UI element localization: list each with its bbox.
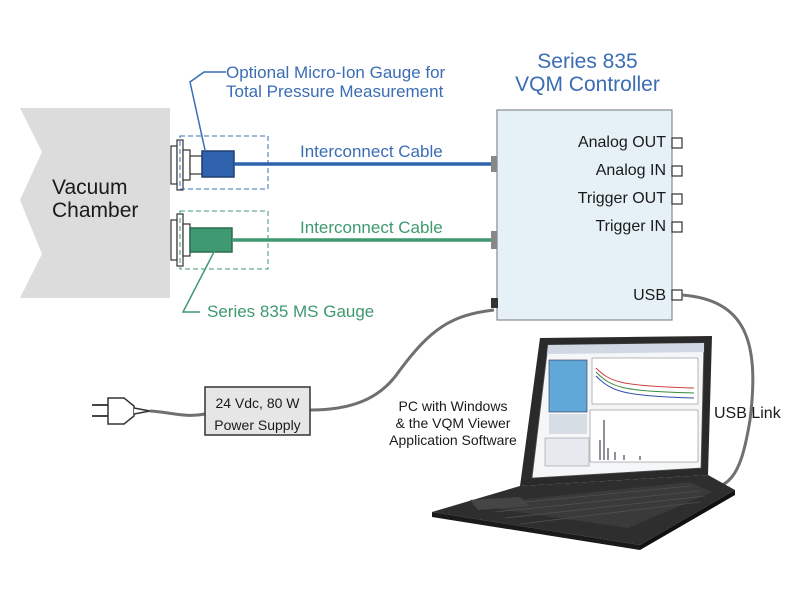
- pc-label-line1: PC with Windows: [398, 398, 508, 414]
- port-label-analog-in: Analog IN: [595, 162, 666, 179]
- laptop-icon: [432, 336, 735, 550]
- port-trigger-in: [671, 221, 683, 233]
- controller-title-line1: Series 835: [537, 50, 638, 73]
- chamber-label-line1: Vacuum: [52, 176, 128, 199]
- micro-ion-leader: [189, 71, 226, 151]
- port-trigger-out: [671, 193, 683, 205]
- vacuum-chamber-shape: [20, 108, 170, 298]
- pc-label-line2: & the VQM Viewer: [395, 415, 511, 431]
- controller-title-line2: VQM Controller: [515, 73, 660, 97]
- micro-ion-flange: [170, 139, 203, 191]
- ms-gauge-body: [189, 227, 233, 253]
- controller-power-port: [491, 298, 498, 308]
- power-supply-line2: Power Supply: [214, 417, 301, 433]
- micro-ion-label-line2: Total Pressure Measurement: [226, 81, 444, 101]
- chamber-label-line2: Chamber: [52, 199, 139, 223]
- pc-label: PC with Windows & the VQM Viewer Applica…: [378, 398, 528, 449]
- port-label-analog-out: Analog OUT: [577, 134, 666, 151]
- power-supply-box: [204, 386, 311, 436]
- chamber-label: Vacuum Chamber: [52, 176, 138, 222]
- port-analog-in: [671, 165, 683, 177]
- controller-connector-top: [491, 156, 497, 172]
- micro-ion-label: Optional Micro-Ion Gauge for Total Press…: [226, 63, 446, 101]
- port-usb: [671, 289, 683, 301]
- ms-gauge-leader: [181, 249, 216, 313]
- pc-label-line3: Application Software: [389, 432, 517, 448]
- ms-gauge-label: Series 835 MS Gauge: [207, 302, 375, 321]
- power-plug: [92, 397, 151, 425]
- usb-link-label: USB Link: [714, 405, 781, 422]
- power-cord: [149, 409, 206, 417]
- cable-bottom-label: Interconnect Cable: [300, 218, 443, 237]
- port-analog-out: [671, 137, 683, 149]
- power-cable: [309, 308, 495, 412]
- micro-ion-gauge-body: [201, 150, 235, 178]
- controller-title: Series 835 VQM Controller: [500, 50, 675, 96]
- controller-connector-bottom: [491, 231, 497, 249]
- cable-top-label: Interconnect Cable: [300, 142, 443, 161]
- port-label-trigger-in: Trigger IN: [595, 218, 666, 235]
- controller-box: [496, 109, 673, 321]
- usb-port-label: USB: [633, 287, 666, 304]
- micro-ion-label-line1: Optional Micro-Ion Gauge for: [226, 63, 446, 82]
- power-supply-label: 24 Vdc, 80 W Power Supply: [205, 392, 310, 436]
- port-label-trigger-out: Trigger OUT: [577, 190, 666, 207]
- power-supply-line1: 24 Vdc, 80 W: [215, 395, 300, 411]
